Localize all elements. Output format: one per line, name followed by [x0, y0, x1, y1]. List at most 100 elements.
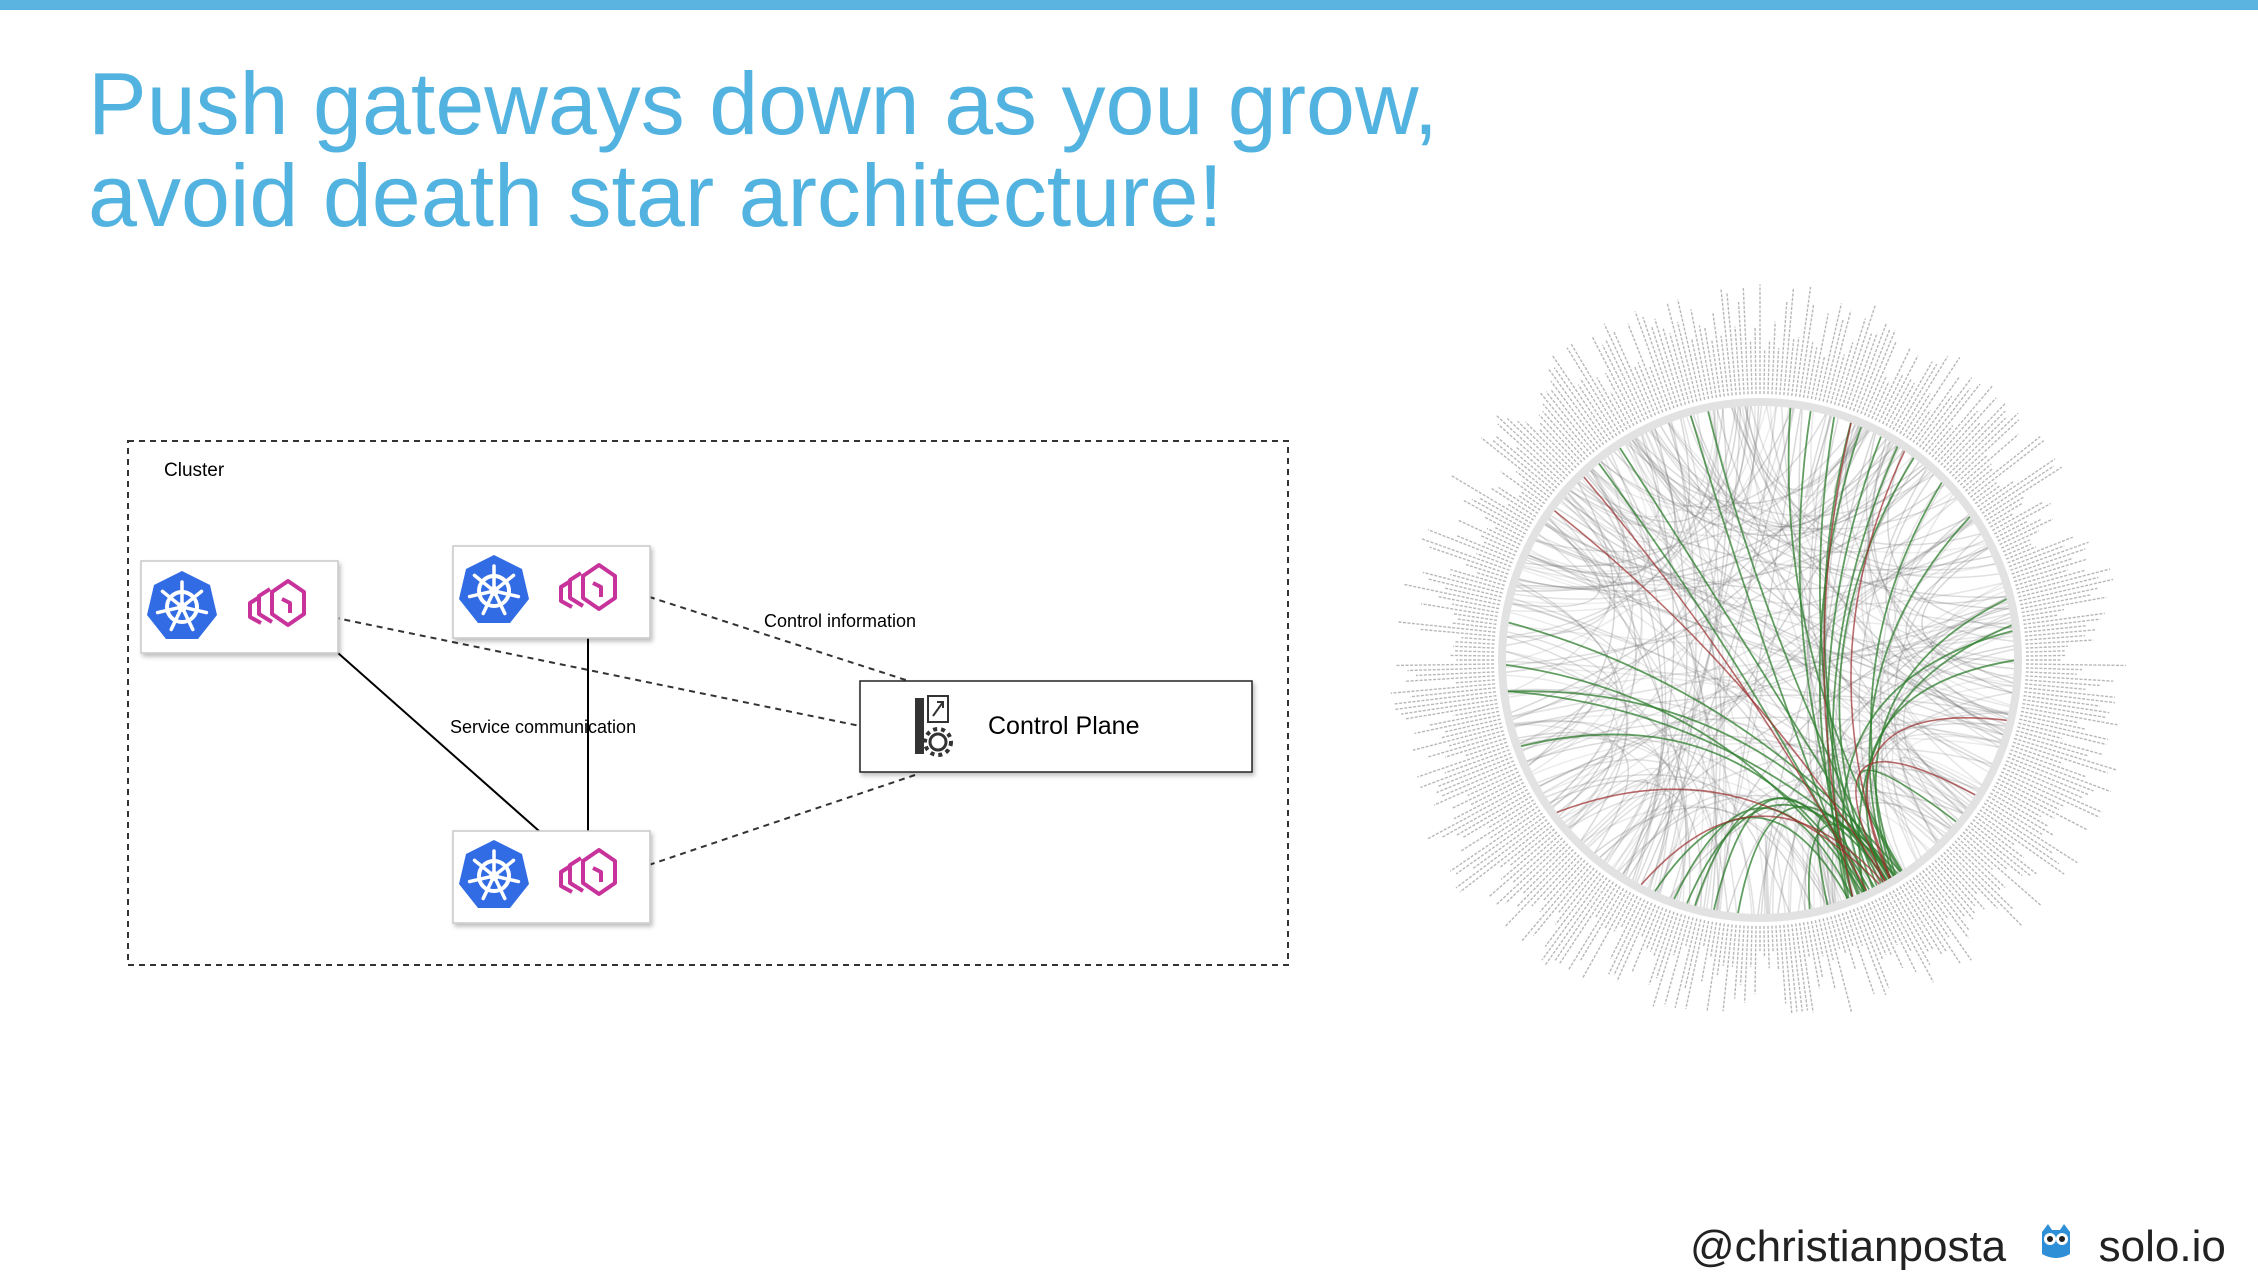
node-label	[1676, 321, 1698, 402]
node-label	[1977, 481, 2014, 508]
chord	[1506, 470, 1931, 673]
node-label	[1937, 857, 1985, 910]
node-label	[2025, 675, 2114, 682]
chord	[1780, 406, 1900, 873]
node-label	[1750, 925, 1753, 968]
chord	[1912, 756, 1980, 806]
node-label	[1833, 342, 1854, 405]
node-label	[1472, 815, 1546, 870]
chord	[1789, 442, 1893, 913]
node-label	[1742, 288, 1749, 395]
chord	[1519, 733, 1853, 898]
node-label	[1734, 326, 1741, 395]
node-label	[1822, 319, 1844, 402]
node-label	[2008, 545, 2065, 568]
chord	[1872, 439, 2013, 694]
chord	[1763, 830, 1787, 914]
node-label	[1483, 541, 1516, 557]
node-label	[2017, 568, 2111, 594]
chord	[1878, 519, 1973, 861]
node-label	[1475, 571, 1507, 583]
node-label	[1878, 374, 1904, 423]
chord	[1581, 805, 1829, 906]
node-label	[2022, 702, 2106, 719]
chord	[1823, 422, 1854, 897]
node-label	[1922, 388, 1971, 451]
node-label	[1449, 654, 1495, 657]
chord	[1715, 415, 1832, 911]
node-label	[1404, 702, 1498, 720]
node-label	[1767, 925, 1770, 969]
node-label	[1860, 905, 1884, 961]
node-label	[1949, 846, 2014, 910]
node-label	[1522, 846, 1571, 895]
node-label	[1669, 333, 1690, 404]
chord	[1864, 447, 1982, 785]
node-label	[1512, 837, 1563, 884]
node-label	[1957, 837, 1994, 870]
node-label	[1775, 348, 1780, 395]
node-label	[1822, 918, 1834, 961]
node-label	[1700, 921, 1714, 982]
node-label	[2016, 569, 2085, 590]
node-label	[1452, 603, 1499, 614]
chord	[1517, 464, 1924, 588]
chord	[1505, 405, 1768, 664]
node-label	[1558, 881, 1615, 965]
node-label	[1436, 760, 1515, 794]
chord	[1576, 410, 1718, 534]
chord	[1506, 666, 1999, 749]
node-label	[1595, 883, 1618, 918]
chord	[1518, 731, 1630, 854]
node-label	[1674, 918, 1698, 1008]
chord	[1823, 422, 1874, 888]
node-label	[1791, 924, 1803, 1012]
node-label	[1943, 851, 1998, 909]
node-label	[1509, 828, 1555, 867]
node-label	[1775, 925, 1780, 970]
chord	[1563, 497, 1991, 768]
chord	[1558, 496, 1637, 817]
node-label	[1521, 862, 1589, 942]
chord	[1667, 422, 2009, 610]
highlighted-chords	[1505, 407, 2015, 914]
chord	[1507, 690, 1896, 876]
node-label	[1826, 917, 1853, 1012]
chord	[1884, 498, 1958, 559]
node-label	[2024, 687, 2115, 698]
control-plane-label: Control Plane	[988, 712, 1139, 740]
chord	[1577, 449, 1647, 524]
chord	[1871, 733, 2001, 871]
chord	[1654, 816, 1849, 899]
node-label	[1444, 718, 1501, 733]
chord	[1528, 554, 2004, 736]
node-label	[1706, 922, 1722, 1011]
node-label	[1814, 920, 1824, 957]
node-label	[1631, 905, 1660, 972]
node-label	[1449, 730, 1504, 747]
node-label	[1451, 622, 1496, 629]
node-label	[1542, 410, 1586, 461]
node-label	[1991, 788, 2042, 818]
node-label	[1856, 907, 1890, 989]
node-label	[1444, 749, 1510, 774]
chord	[1590, 470, 1664, 881]
node-label	[1909, 879, 1950, 938]
chord	[1536, 430, 1676, 569]
node-label	[1783, 924, 1793, 1014]
node-label	[1577, 384, 1615, 439]
node-label	[1915, 395, 1953, 446]
node-label	[1798, 304, 1815, 398]
chord	[1649, 428, 1688, 890]
chord	[1543, 742, 1976, 796]
node-label	[1505, 843, 1569, 904]
node-label	[1954, 419, 2020, 480]
chord	[1526, 734, 1964, 814]
node-label	[1787, 339, 1795, 396]
node-label	[1881, 355, 1919, 425]
node-label	[1912, 877, 1972, 961]
node-label	[1979, 458, 2056, 511]
node-label	[1648, 911, 1675, 985]
node-label	[1931, 862, 1975, 914]
chord	[1831, 710, 2009, 903]
